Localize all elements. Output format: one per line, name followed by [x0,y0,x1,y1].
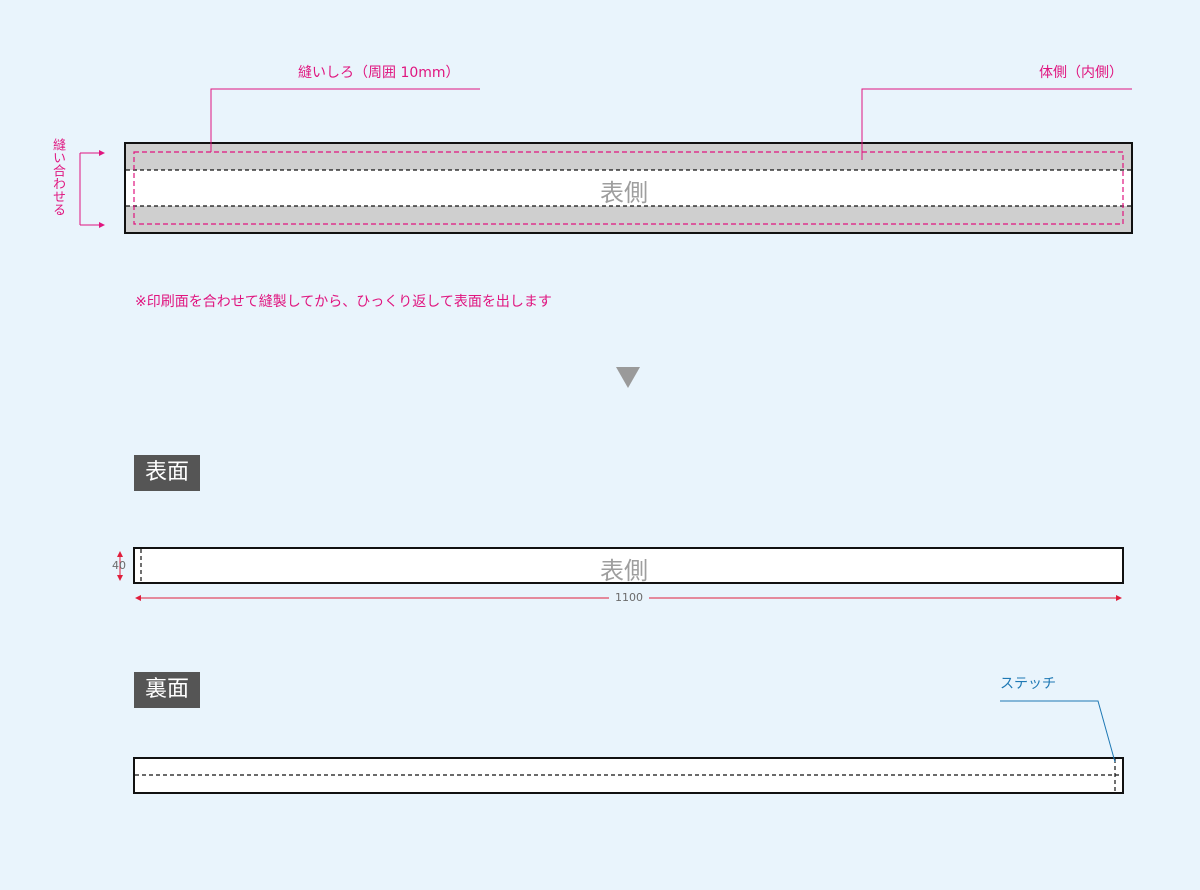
sewing-notice: ※印刷面を合わせて縫製してから、ひっくり返して表面を出します [135,294,552,310]
stitch-leader [1000,700,1116,763]
back-strip [133,757,1124,794]
front-width-label: 1100 [609,591,649,604]
top-panel [124,142,1133,234]
front-strip-label: 表側 [600,557,648,585]
top-panel-inner-white [126,170,1131,206]
sew-together-label: 縫い合わせる [50,138,65,216]
stitch-label: ステッチ [1000,676,1056,692]
seam-allowance-outline [133,151,1124,225]
front-section-title: 表面 [134,455,201,491]
seam-allowance-leader [210,88,480,152]
body-side-leader [861,88,1132,160]
seam-allowance-label: 縫いしろ（周囲 10mm） [298,65,460,81]
down-arrow-icon [616,367,640,388]
front-strip [133,547,1124,584]
body-side-label: 体側（内側） [1039,65,1123,81]
back-section-title: 裏面 [134,672,201,708]
top-front-side-label: 表側 [600,179,648,207]
front-height-label: 40 [112,559,126,572]
sew-together-bracket [79,150,105,228]
